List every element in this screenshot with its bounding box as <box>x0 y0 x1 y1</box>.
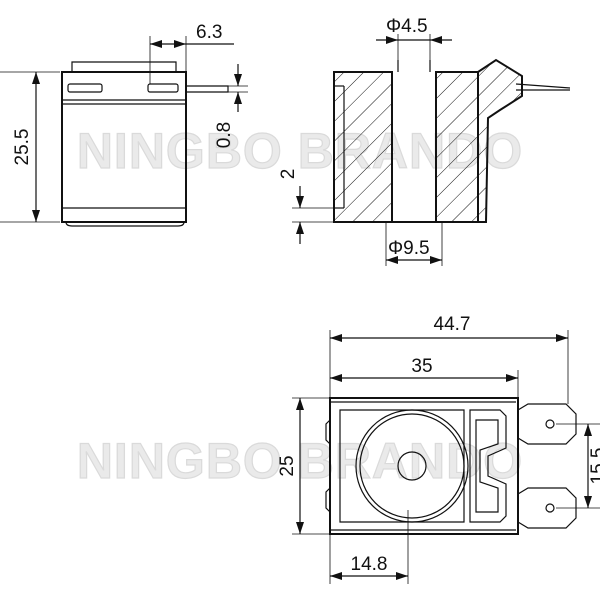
plan-height-dim: 25 <box>277 455 298 476</box>
outer-diameter-dim: Φ9.5 <box>388 238 430 259</box>
section-view: Φ4.5 Φ9.5 2 <box>278 16 571 266</box>
side-width-dim: 6.3 <box>196 22 222 43</box>
plan-view: 44.7 35 25 14.8 15.5 <box>277 314 600 584</box>
side-view: 25.5 6.3 0.8 <box>0 22 248 227</box>
overall-length-dim: 44.7 <box>434 314 471 335</box>
side-height-dim: 25.5 <box>12 129 33 166</box>
inner-diameter-dim: Φ4.5 <box>386 16 428 37</box>
body-length-dim: 35 <box>411 356 432 377</box>
side-offset-dim: 0.8 <box>214 122 235 148</box>
terminal-dim: 15.5 <box>588 448 600 485</box>
center-dim: 14.8 <box>351 554 388 575</box>
base-dim: 2 <box>278 169 299 180</box>
